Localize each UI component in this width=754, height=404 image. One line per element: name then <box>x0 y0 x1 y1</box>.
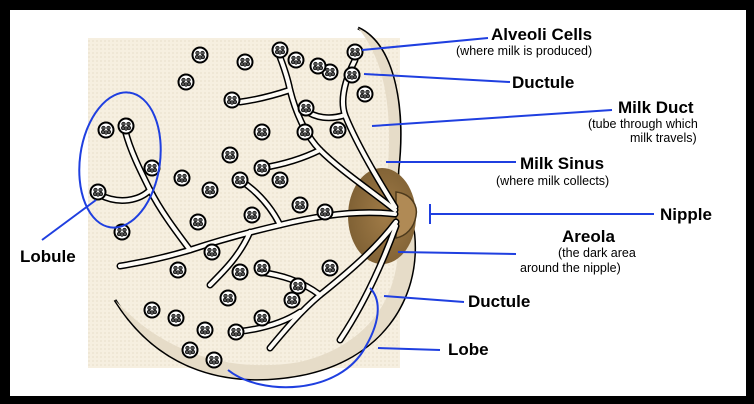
diagram-stage: Alveoli Cells (where milk is produced) D… <box>0 0 754 404</box>
image-frame <box>0 0 754 404</box>
